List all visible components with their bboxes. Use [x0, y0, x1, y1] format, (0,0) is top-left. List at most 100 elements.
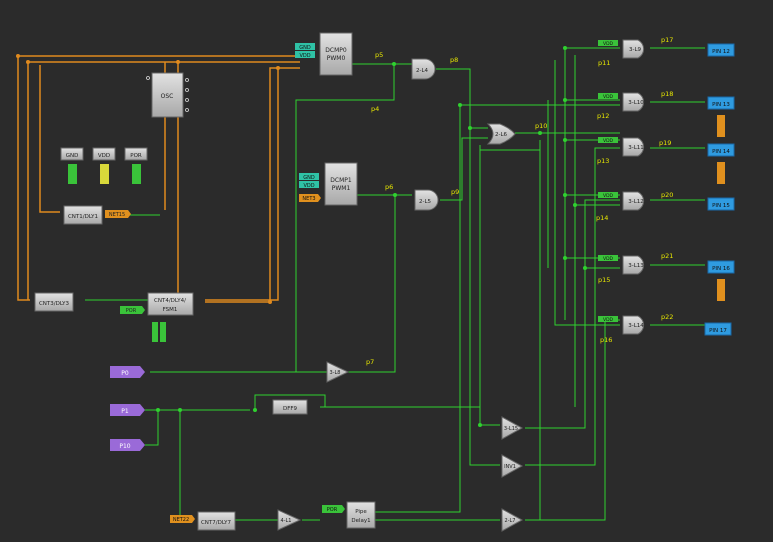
dcmp1-block[interactable]: DCMP1 PWM1	[324, 162, 358, 206]
gate-3-l9-label: 3-L9	[629, 47, 642, 53]
gate-2-l7[interactable]: 2-L7	[501, 508, 524, 532]
cnt4-label-2: FSM1	[163, 307, 178, 313]
dff9-block[interactable]: DFF9	[272, 399, 308, 415]
cnt7-block[interactable]: CNT7/DLY7	[197, 511, 236, 531]
pin-15-label: PIN 15	[712, 203, 730, 209]
pin-13[interactable]: PIN 13	[707, 96, 735, 137]
pin-14-label: PIN 14	[712, 149, 730, 155]
gate-3-l14-label: 3-L14	[628, 323, 644, 329]
por-tag	[132, 164, 141, 184]
net3-tag[interactable]: NET3	[299, 194, 321, 202]
vdd-label: VDD	[98, 153, 110, 159]
cnt3-block[interactable]: CNT3/DLY3	[34, 292, 74, 312]
dcmp1-gnd-label: GND	[303, 175, 315, 181]
gate-4-l1-label: 4-L1	[281, 518, 292, 524]
pin-15[interactable]: PIN 15	[707, 197, 735, 211]
dcmp0-gnd-tag[interactable]: GND	[295, 43, 315, 51]
por-block[interactable]: POR	[124, 147, 148, 184]
pipe-label-1: Pipe	[355, 509, 367, 515]
input-p0[interactable]: P0	[110, 366, 145, 378]
pin-17-label: PIN 17	[709, 328, 727, 334]
cnt7-label: CNT7/DLY7	[201, 520, 232, 526]
dcmp1-label-1: DCMP1	[330, 177, 352, 184]
dcmp1-vdd-tag[interactable]: VDD	[299, 181, 319, 189]
gate-2-l5[interactable]: 2-L5	[414, 189, 439, 211]
net-p12: p12	[597, 112, 609, 120]
dcmp0-vdd-tag[interactable]: VDD	[295, 51, 315, 59]
dcmp1-label-2: PWM1	[332, 185, 351, 192]
net-p13: p13	[597, 157, 609, 165]
net-p20: p20	[661, 191, 673, 199]
gate-2-l4-label: 2-L4	[416, 68, 429, 74]
gate-3-l8-label: 3-L8	[330, 370, 341, 376]
right-vdd-labels: VDD VDD VDD VDD VDD VDD	[603, 41, 614, 323]
gnd-label: GND	[66, 153, 79, 159]
gnd-block[interactable]: GND	[60, 147, 84, 184]
svg-text:VDD: VDD	[603, 138, 614, 144]
net-p21: p21	[661, 252, 673, 260]
net15-label: NET15	[109, 212, 125, 218]
cnt4-block[interactable]: CNT4/DLY4/ FSM1	[147, 292, 194, 316]
gate-3-l15[interactable]: 3-L15	[501, 416, 524, 440]
osc-block[interactable]: OSC	[146, 72, 189, 118]
net-p19: p19	[659, 139, 671, 147]
pipe-por-label: POR	[327, 507, 338, 513]
gate-2-l4[interactable]: 2-L4	[411, 58, 436, 80]
gate-3-l14[interactable]: 3-L14	[622, 315, 644, 335]
net22-label: NET22	[173, 517, 189, 523]
gate-3-l10-label: 3-L10	[628, 100, 644, 106]
gate-3-l15-label: 3-L15	[504, 426, 518, 432]
pin-12[interactable]: PIN 12	[707, 43, 735, 57]
net-p15: p15	[598, 276, 610, 284]
gate-inv1-label: INV1	[504, 464, 516, 470]
cnt1-block[interactable]: CNT1/DLY1	[63, 205, 103, 225]
pin-17[interactable]: PIN 17	[704, 322, 732, 336]
orange-junctions	[16, 54, 280, 304]
input-p10-label: P10	[119, 443, 130, 450]
input-p0-label: P0	[121, 370, 129, 377]
gate-3-l11[interactable]: 3-L11	[622, 137, 645, 157]
por-tag-label: POR	[126, 308, 137, 314]
input-p10[interactable]: P10	[110, 439, 145, 451]
pipe-por-tag[interactable]: POR	[322, 505, 345, 513]
pin-14[interactable]: PIN 14	[707, 143, 735, 184]
vdd-block[interactable]: VDD	[92, 147, 116, 184]
pin-13-vdd-tag	[717, 115, 725, 137]
dcmp0-block[interactable]: DCMP0 PWM0	[319, 32, 353, 76]
net-labels: p5 p4 p6 p7 p8 p9 p10 p11 p12 p13 p14 p1…	[366, 36, 673, 366]
gate-3-l12-label: 3-L12	[628, 199, 644, 205]
net-p11: p11	[598, 59, 610, 67]
gate-2-l6[interactable]: 2-L6	[486, 123, 516, 145]
cnt3-label: CNT3/DLY3	[39, 301, 70, 307]
right-vdd-tags	[598, 40, 618, 322]
svg-text:VDD: VDD	[603, 94, 614, 100]
gate-2-l5-label: 2-L5	[419, 199, 432, 205]
net22-tag[interactable]: NET22	[170, 515, 195, 523]
gate-4-l1[interactable]: 4-L1	[277, 509, 302, 531]
gate-3-l10[interactable]: 3-L10	[622, 92, 644, 112]
gate-inv1[interactable]: INV1	[501, 454, 524, 478]
pipe-delay-block[interactable]: Pipe Delay1	[346, 501, 376, 529]
dcmp0-label-2: PWM0	[327, 55, 346, 62]
gate-3-l13[interactable]: 3-L13	[622, 255, 644, 275]
wire-junctions	[156, 46, 587, 427]
pin-16[interactable]: PIN 16	[707, 260, 735, 301]
net-p22: p22	[661, 313, 673, 321]
pin-16-label: PIN 16	[712, 266, 730, 272]
pin-14-vdd-tag	[717, 162, 725, 184]
net15-tag[interactable]: NET15	[105, 210, 131, 218]
gate-3-l9[interactable]: 3-L9	[622, 39, 645, 59]
por-tag-cnt4[interactable]: POR	[120, 306, 145, 314]
gate-3-l13-label: 3-L13	[628, 263, 644, 269]
net-p8: p8	[450, 56, 458, 64]
dcmp1-gnd-tag[interactable]: GND	[299, 173, 319, 181]
net-p18: p18	[661, 90, 673, 98]
input-p1[interactable]: P1	[110, 404, 145, 416]
net-p16: p16	[600, 336, 612, 344]
gate-3-l12[interactable]: 3-L12	[622, 191, 645, 211]
dcmp0-vdd-label: VDD	[299, 53, 310, 59]
gate-3-l8[interactable]: 3-L8	[326, 361, 350, 383]
dcmp1-vdd-label: VDD	[303, 183, 314, 189]
por-label: POR	[130, 153, 142, 159]
